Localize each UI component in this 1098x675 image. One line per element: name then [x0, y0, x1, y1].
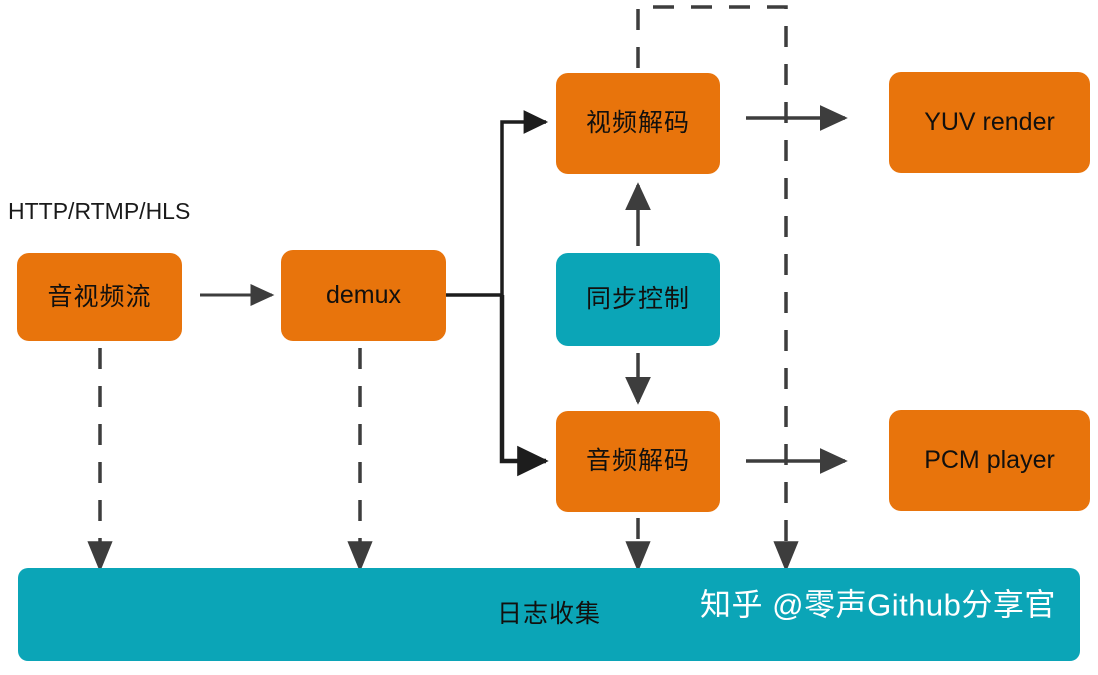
node-sync-control-label: 同步控制 — [585, 285, 690, 314]
watermark: 知乎 @零声Github分享官 — [700, 587, 1056, 623]
node-media-stream-label: 音视频流 — [47, 282, 152, 311]
node-yuv-render-label: YUV render — [924, 108, 1055, 137]
node-sync-control[interactable]: 同步控制 — [556, 253, 720, 346]
node-pcm-player[interactable]: PCM player — [889, 410, 1090, 511]
node-video-decode-label: 视频解码 — [585, 109, 690, 138]
node-audio-decode-label: 音频解码 — [585, 447, 690, 476]
node-audio-decode[interactable]: 音频解码 — [556, 411, 720, 512]
edge-demux-to-audio-decode — [499, 295, 549, 477]
node-video-decode[interactable]: 视频解码 — [556, 73, 720, 174]
node-demux[interactable]: demux — [281, 250, 446, 341]
node-log-collection[interactable]: 日志收集 — [18, 568, 1080, 661]
node-pcm-player-label: PCM player — [924, 446, 1055, 475]
node-log-collection-label: 日志收集 — [496, 600, 601, 629]
edge-demux-to-video-decode — [500, 110, 549, 295]
node-yuv-render[interactable]: YUV render — [889, 72, 1090, 173]
node-media-stream[interactable]: 音视频流 — [17, 253, 182, 341]
protocol-label: HTTP/RTMP/HLS — [8, 198, 191, 224]
node-demux-label: demux — [325, 281, 402, 310]
